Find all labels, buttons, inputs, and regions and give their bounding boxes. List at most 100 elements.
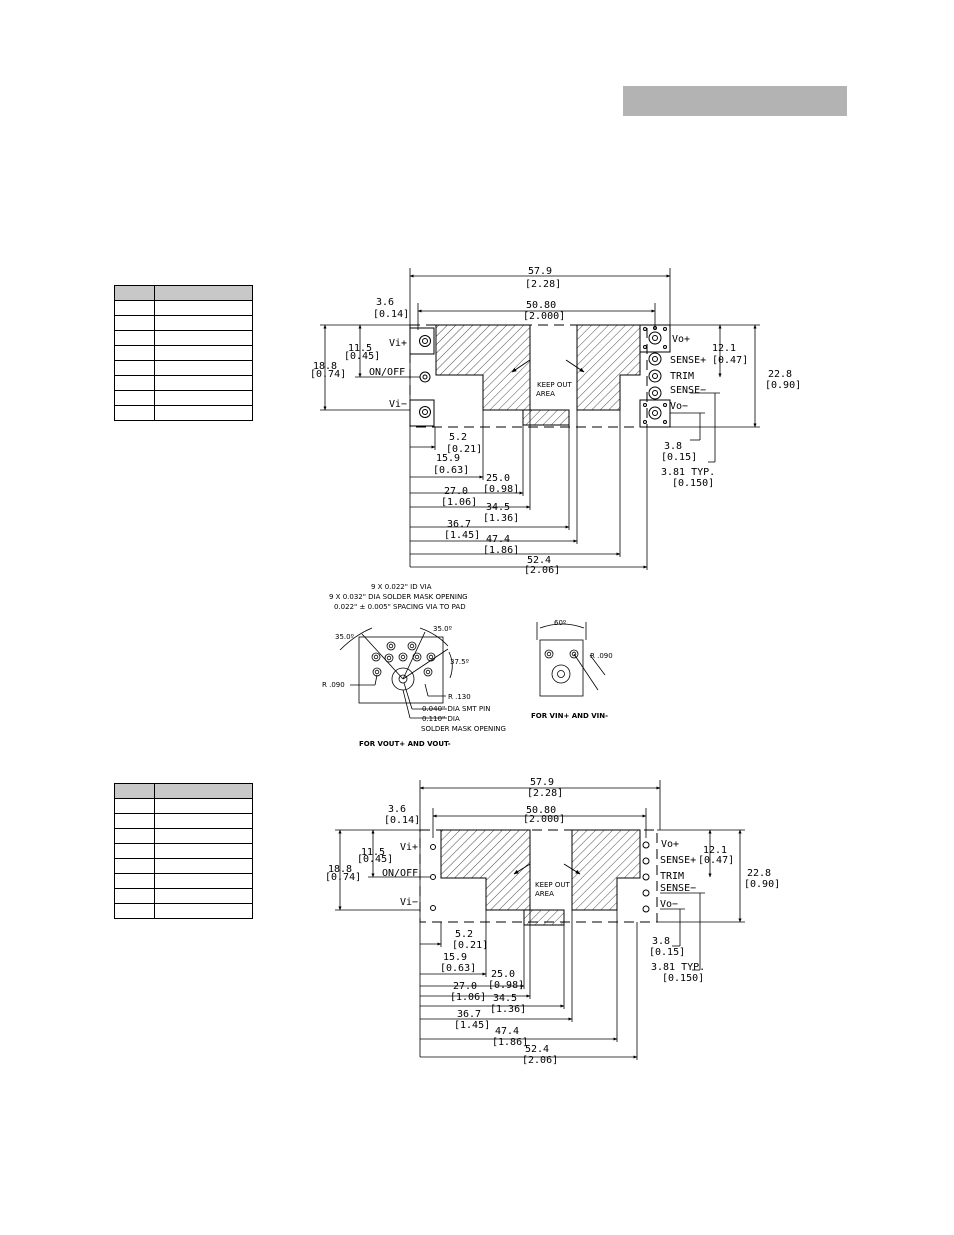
pin-label-vi-plus: Vi+	[400, 842, 418, 853]
top-labels: 57.9 [2.28] 3.6 [0.14] 50.80 [2.000] 18.…	[310, 266, 801, 576]
table-row	[114, 798, 253, 814]
dim-label: 47.4	[495, 1026, 519, 1037]
top-footprint	[409, 324, 671, 428]
dim-label: [2.000]	[523, 814, 565, 825]
dim-label: 47.4	[486, 534, 510, 545]
pin-label-vi-plus: Vi+	[389, 338, 407, 349]
vo-minus-pad	[639, 399, 671, 428]
table-row	[114, 843, 253, 859]
dim-label: 18.8	[328, 864, 352, 875]
dim-label: 50.80	[526, 805, 556, 816]
table-row	[114, 828, 253, 844]
top-dimensions	[320, 268, 760, 570]
table-row	[114, 903, 253, 919]
dim-label: [0.150]	[662, 973, 704, 984]
dim-label: 52.4	[527, 555, 551, 566]
pin-label-on-off: ON/OFF	[369, 367, 405, 378]
pad-detail-labels: 9 X 0.022" ID VIA 9 X 0.032" DIA SOLDER …	[322, 583, 613, 748]
dim-label: 52.4	[525, 1044, 549, 1055]
dim-label: [0.63]	[433, 465, 469, 476]
dim-label: 11.5	[361, 847, 385, 858]
dim-label: 22.8	[768, 369, 792, 380]
pin-label-on-off: ON/OFF	[382, 868, 418, 879]
dim-label: [1.86]	[483, 545, 519, 556]
note-text: 0.022" ± 0.005" SPACING VIA TO PAD	[334, 603, 466, 611]
pin-label-sense-minus: SENSE−	[670, 385, 706, 396]
bottom-dimensions	[335, 780, 745, 1060]
dim-label: [2.000]	[523, 311, 565, 322]
header-bar	[623, 86, 847, 116]
dim-label: 15.9	[436, 453, 460, 464]
angle-label: 35.0º	[335, 633, 354, 641]
table-row	[114, 345, 253, 361]
dim-label: 3.81 TYP.	[651, 962, 705, 973]
keepout-right	[576, 324, 641, 411]
dim-label: [0.90]	[744, 879, 780, 890]
caption-vout: FOR VOUT+ AND VOUT-	[359, 740, 451, 748]
pad-detail-vin	[536, 622, 606, 697]
dim-label: [0.14]	[384, 815, 420, 826]
dim-label: [1.36]	[490, 1004, 526, 1015]
note-text: 9 X 0.032" DIA SOLDER MASK OPENING	[329, 593, 468, 601]
dim-label: 36.7	[457, 1009, 481, 1020]
dim-label: 3.8	[664, 441, 682, 452]
dim-label: [0.45]	[357, 854, 393, 865]
dim-label: [1.45]	[444, 530, 480, 541]
dim-label: [0.98]	[483, 484, 519, 495]
pin-label-vo-plus: Vo+	[661, 839, 679, 850]
keepout-right	[571, 829, 641, 911]
dim-label: 27.0	[444, 486, 468, 497]
dim-label: 25.0	[486, 473, 510, 484]
dim-label: [0.47]	[698, 855, 734, 866]
table-row	[114, 375, 253, 391]
dim-label: 12.1	[703, 845, 727, 856]
dim-label: [2.06]	[522, 1055, 558, 1066]
dim-label: 57.9	[528, 266, 552, 277]
dim-label: 5.2	[449, 432, 467, 443]
on-off-pin	[419, 371, 431, 383]
table-row	[114, 405, 253, 421]
dim-label: 34.5	[486, 502, 510, 513]
keepout-label: AREA	[536, 390, 555, 398]
keepout-left	[440, 829, 531, 911]
dim-label: 12.1	[712, 343, 736, 354]
radius-label: R .090	[590, 652, 613, 660]
pin-label-sense-minus: SENSE−	[660, 883, 696, 894]
dim-label: [1.86]	[492, 1037, 528, 1048]
pad-detail-vout	[339, 627, 453, 719]
dim-label: [1.45]	[454, 1020, 490, 1031]
pin-label-sense-plus: SENSE+	[660, 855, 696, 866]
dim-label: [0.74]	[325, 872, 361, 883]
keepout-label: AREA	[535, 890, 554, 898]
note-text: 0.040" DIA SMT PIN	[422, 705, 490, 713]
table-header-cell	[114, 783, 155, 799]
dim-label: 3.81 TYP.	[661, 467, 715, 478]
dim-label: 11.5	[348, 343, 372, 354]
table-row	[114, 813, 253, 829]
pin-table-top	[114, 285, 253, 421]
note-text: SOLDER MASK OPENING	[421, 725, 506, 733]
pin-table-bottom	[114, 783, 253, 919]
angle-label: 60º	[554, 619, 566, 627]
dim-label: 34.5	[493, 993, 517, 1004]
dim-label: [0.74]	[310, 369, 346, 380]
dim-label: [1.36]	[483, 513, 519, 524]
keepout-left	[435, 324, 531, 411]
dim-label: 3.8	[652, 936, 670, 947]
dim-label: [0.90]	[765, 380, 801, 391]
dim-label: [0.63]	[440, 963, 476, 974]
bottom-footprint	[419, 829, 658, 926]
pin-label-sense-plus: SENSE+	[670, 355, 706, 366]
pin-label-trim: TRIM	[670, 371, 694, 382]
dim-label: [2.28]	[527, 788, 563, 799]
sense-plus-pin	[648, 352, 662, 366]
bottom-labels: 57.9 [2.28] 3.6 [0.14] 50.80 [2.000] 18.…	[325, 777, 780, 1066]
table-row	[114, 330, 253, 346]
note-text: 9 X 0.022" ID VIA	[371, 583, 432, 591]
dim-label: [1.06]	[450, 992, 486, 1003]
angle-label: 37.5º	[450, 658, 469, 666]
dim-label: [0.14]	[373, 309, 409, 320]
dim-label: 25.0	[491, 969, 515, 980]
dim-label: 22.8	[747, 868, 771, 879]
dim-label: [0.15]	[661, 452, 697, 463]
